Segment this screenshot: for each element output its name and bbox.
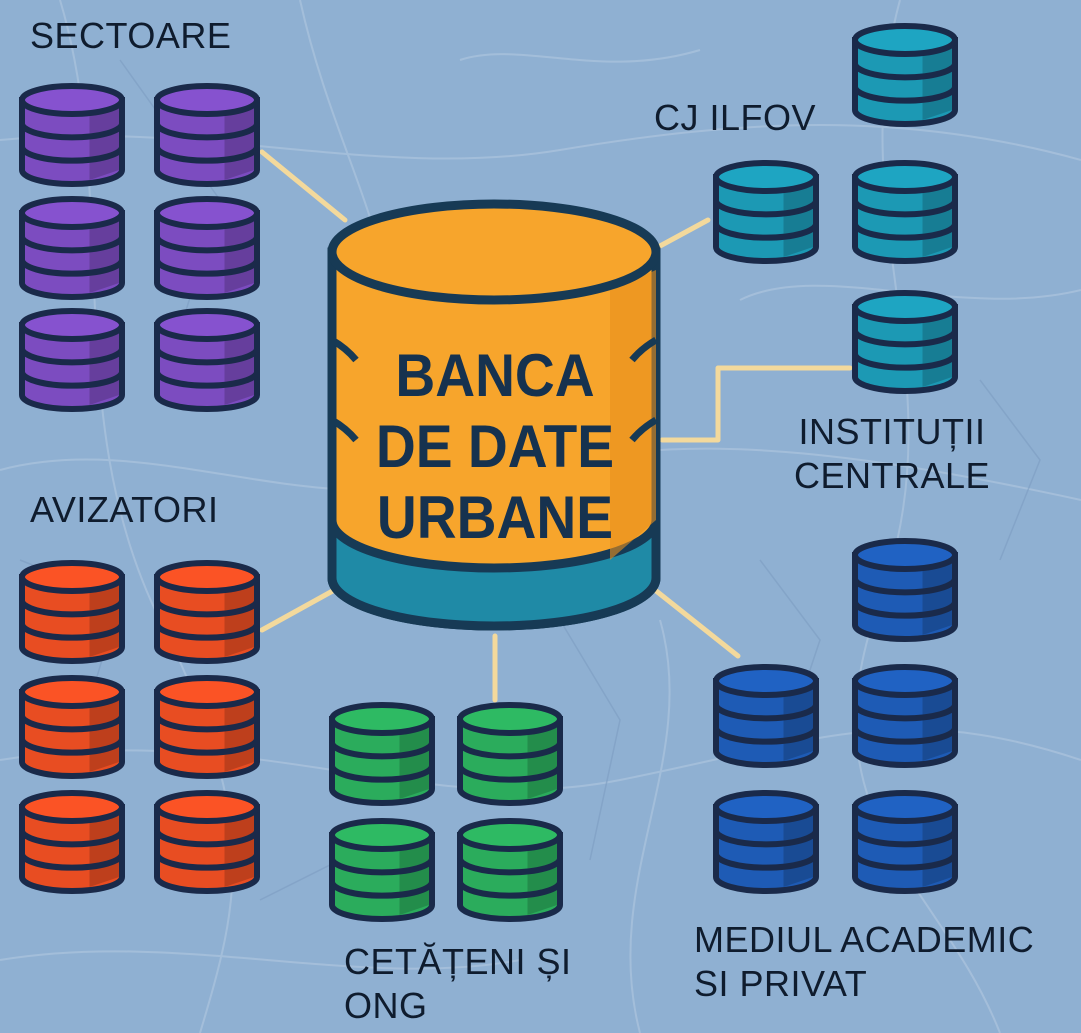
- mediul-database-icon-3: [852, 664, 958, 768]
- avizatori-database-icon-4: [154, 675, 260, 779]
- cetateni-database-icon-2: [457, 702, 563, 806]
- connector-institutii-centrale: [659, 365, 853, 443]
- sectoare-database-icon-1: [19, 83, 125, 187]
- label-cetateni-si-ong: CETĂȚENI ȘI ONG: [344, 940, 572, 1028]
- sectoare-database-icon-6: [154, 308, 260, 412]
- cetateni-database-icon-4: [457, 818, 563, 922]
- hub-title-line-1: BANCA: [395, 342, 595, 409]
- label-cetateni-line-1: CETĂȚENI ȘI: [344, 941, 572, 982]
- mediul-database-icon-1: [852, 538, 958, 642]
- connector-sectoare: [259, 149, 348, 223]
- label-mediul-line-1: MEDIUL ACADEMIC: [694, 919, 1035, 960]
- label-mediul-line-2: SI PRIVAT: [694, 963, 868, 1004]
- cj-ilfov-database-icon-3: [852, 160, 958, 264]
- avizatori-database-icon-3: [19, 675, 125, 779]
- institutii-database-icon-1: [852, 290, 958, 394]
- cetateni-database-icon-3: [329, 818, 435, 922]
- connector-avizatori: [259, 585, 341, 633]
- label-cj-ilfov: CJ ILFOV: [654, 97, 817, 138]
- sectoare-database-icon-3: [19, 196, 125, 300]
- label-institutii-line-2: CENTRALE: [793, 455, 991, 496]
- avizatori-database-icon-1: [19, 560, 125, 664]
- hub-title-line-3: URBANE: [376, 484, 614, 551]
- label-cetateni-line-2: ONG: [344, 985, 428, 1026]
- connectors: [259, 149, 853, 703]
- hub-database-icon: [327, 199, 661, 631]
- cetateni-database-icon-1: [329, 702, 435, 806]
- cj-ilfov-database-icon-1: [852, 23, 958, 127]
- connector-cj-ilfov: [657, 217, 711, 249]
- avizatori-database-icon-5: [19, 790, 125, 894]
- mediul-database-icon-5: [852, 790, 958, 894]
- mediul-database-icon-2: [713, 664, 819, 768]
- sectoare-database-icon-4: [154, 196, 260, 300]
- hub-title: BANCA DE DATE URBANE: [345, 340, 645, 553]
- avizatori-database-icon-6: [154, 790, 260, 894]
- label-mediul-academic-si-privat: MEDIUL ACADEMIC SI PRIVAT: [694, 918, 1034, 1006]
- label-avizatori: AVIZATORI: [30, 489, 219, 530]
- label-institutii-centrale: INSTITUȚII CENTRALE: [762, 410, 1022, 498]
- sectoare-database-icon-2: [154, 83, 260, 187]
- label-sectoare: SECTOARE: [30, 15, 232, 56]
- cj-ilfov-database-icon-2: [713, 160, 819, 264]
- mediul-database-icon-4: [713, 790, 819, 894]
- sectoare-database-icon-5: [19, 308, 125, 412]
- hub-title-line-2: DE DATE: [375, 413, 615, 480]
- connector-mediul-academic: [652, 587, 741, 659]
- label-institutii-line-1: INSTITUȚII: [798, 411, 986, 452]
- avizatori-database-icon-2: [154, 560, 260, 664]
